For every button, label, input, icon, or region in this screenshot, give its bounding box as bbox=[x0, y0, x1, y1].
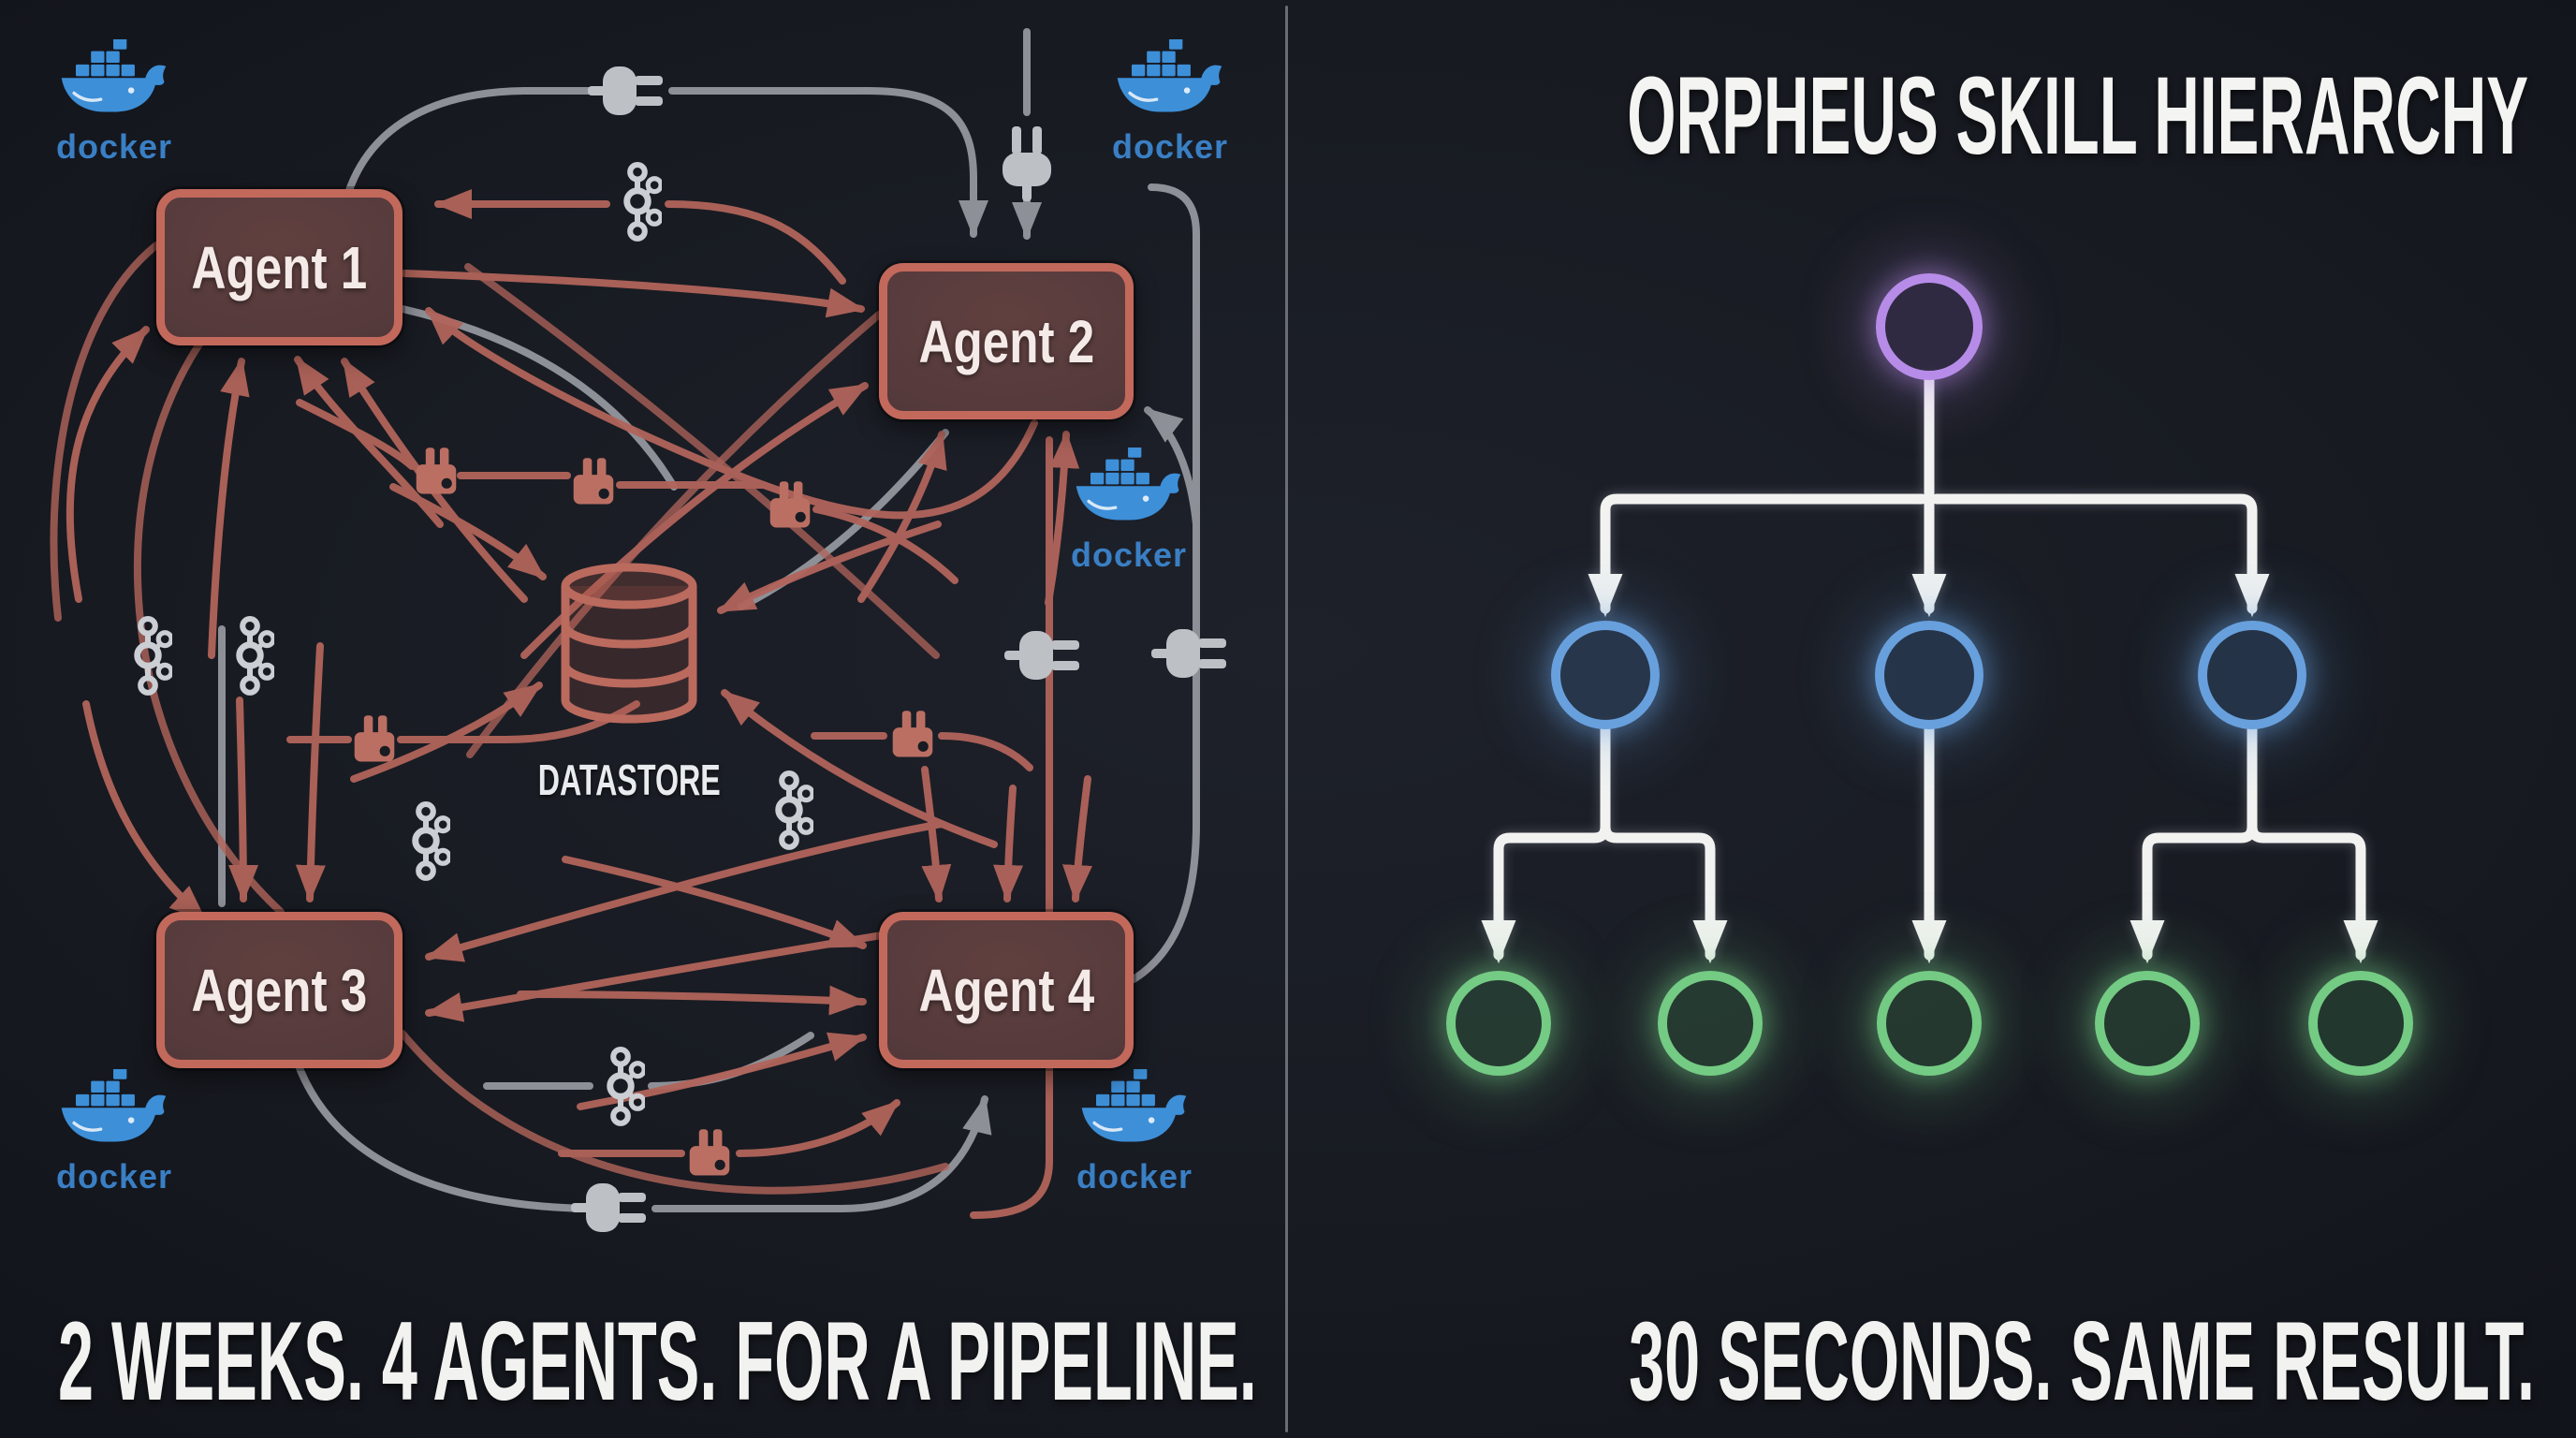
agent-3-label: Agent 3 bbox=[191, 956, 368, 1024]
docker-whale-icon bbox=[61, 1069, 167, 1142]
agent-1-label: Agent 1 bbox=[191, 233, 368, 301]
rabbitmq-icon bbox=[689, 1129, 730, 1176]
docker-wordmark: docker bbox=[1111, 127, 1229, 166]
docker-whale-icon bbox=[1076, 448, 1181, 521]
database-icon bbox=[561, 563, 697, 724]
agent-3-box: Agent 3 bbox=[156, 912, 402, 1068]
kafka-icon bbox=[134, 615, 172, 696]
docker-wordmark: docker bbox=[1076, 1157, 1193, 1196]
docker-whale-icon bbox=[61, 39, 167, 112]
plug-icon bbox=[1004, 631, 1079, 680]
docker-logo: docker bbox=[21, 1069, 208, 1196]
tree-node-root-1 bbox=[1876, 273, 1983, 380]
kafka-icon bbox=[412, 800, 450, 881]
plug-icon bbox=[1003, 126, 1051, 201]
right-caption: 30 SECONDS. SAME RESULT. bbox=[1629, 1299, 2536, 1424]
docker-logo: docker bbox=[1035, 448, 1222, 575]
rabbitmq-icon bbox=[573, 458, 614, 505]
plug-icon bbox=[1151, 629, 1226, 678]
docker-whale-icon bbox=[1081, 1069, 1187, 1142]
kafka-icon bbox=[236, 615, 274, 696]
panel-divider bbox=[1285, 6, 1288, 1432]
rabbitmq-icon bbox=[769, 481, 811, 528]
tree-node-subskills-1 bbox=[1446, 971, 1551, 1076]
kafka-icon bbox=[623, 161, 662, 242]
tree-node-subskills-2 bbox=[1658, 971, 1763, 1076]
agent-4-label: Agent 4 bbox=[918, 956, 1094, 1024]
agent-1-box: Agent 1 bbox=[156, 189, 402, 345]
docker-wordmark: docker bbox=[1070, 536, 1188, 574]
tree-node-subskills-5 bbox=[2308, 971, 2413, 1076]
tree-node-subskills-3 bbox=[1877, 971, 1982, 1076]
rabbitmq-icon bbox=[354, 715, 395, 762]
page-title: ORPHEUS SKILL HIERARCHY bbox=[1627, 54, 2529, 178]
agent-4-box: Agent 4 bbox=[879, 912, 1134, 1068]
plug-icon bbox=[571, 1183, 646, 1232]
plug-icon bbox=[588, 66, 663, 115]
agent-2-box: Agent 2 bbox=[879, 263, 1134, 419]
docker-logo: docker bbox=[1076, 39, 1264, 167]
rabbitmq-icon bbox=[416, 448, 457, 494]
docker-wordmark: docker bbox=[55, 127, 173, 166]
tree-connectors bbox=[1481, 374, 2378, 964]
tree-node-skills-2 bbox=[1875, 621, 1983, 729]
kafka-icon bbox=[775, 770, 813, 850]
agent-2-label: Agent 2 bbox=[918, 307, 1094, 375]
tree-node-subskills-4 bbox=[2095, 971, 2200, 1076]
tree-node-skills-1 bbox=[1551, 621, 1660, 729]
docker-logo: docker bbox=[1041, 1069, 1228, 1196]
kafka-icon bbox=[607, 1046, 645, 1126]
docker-whale-icon bbox=[1117, 39, 1222, 112]
docker-logo: docker bbox=[21, 39, 208, 167]
docker-wordmark: docker bbox=[55, 1157, 173, 1196]
rabbitmq-icon bbox=[892, 711, 933, 757]
left-caption: 2 WEEKS. 4 AGENTS. FOR A PIPELINE. bbox=[58, 1299, 1257, 1424]
tree-node-skills-3 bbox=[2198, 621, 2306, 729]
datastore-label: DATASTORE bbox=[537, 756, 721, 804]
